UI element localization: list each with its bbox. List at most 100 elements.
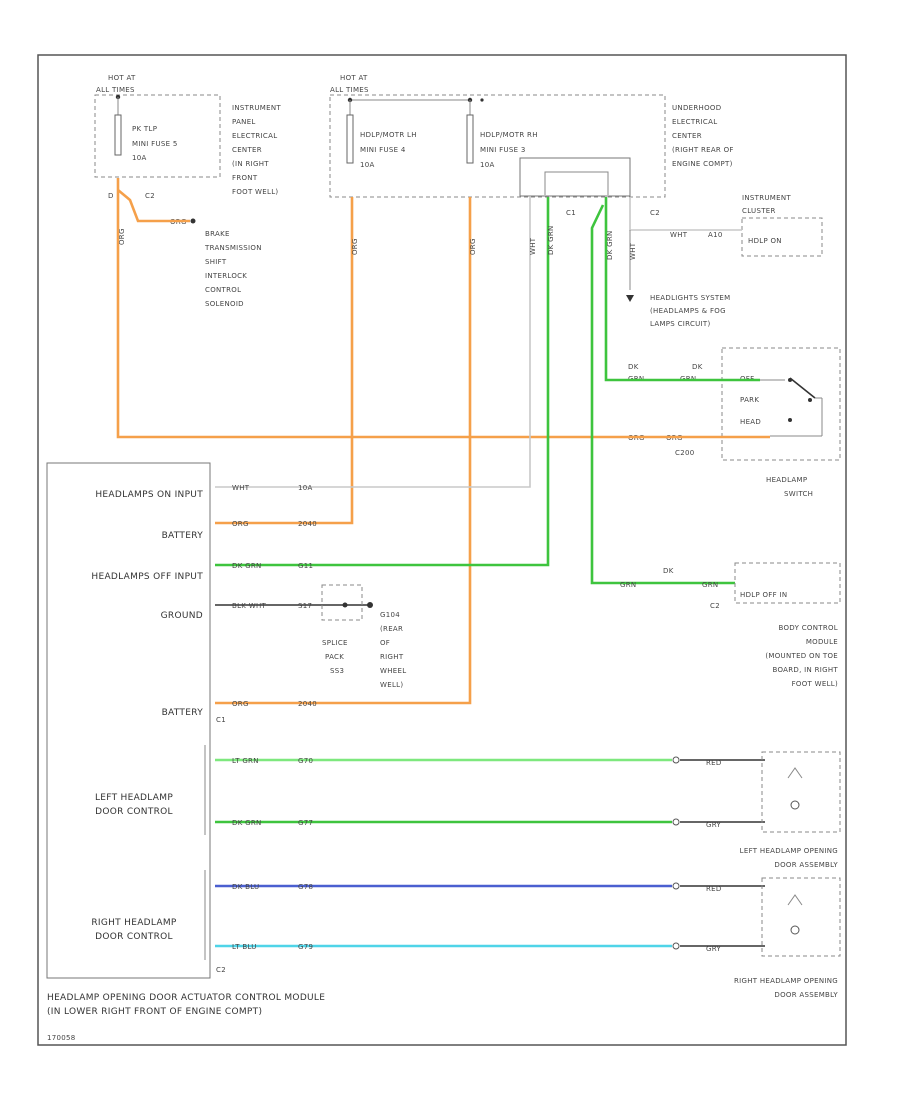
fuse-left-pin: D: [108, 192, 114, 200]
pin-label-0: HEADLAMPS ON INPUT: [95, 490, 203, 500]
svg-text:ORG: ORG: [351, 238, 359, 255]
svg-text:LEFT HEADLAMP: LEFT HEADLAMP: [95, 793, 173, 803]
footer-code: 170058: [47, 1034, 76, 1042]
svg-text:GRN: GRN: [702, 581, 718, 589]
svg-text:(HEADLAMPS & FOG: (HEADLAMPS & FOG: [650, 307, 726, 315]
svg-text:WHEEL: WHEEL: [380, 667, 406, 675]
svg-text:2040: 2040: [298, 520, 317, 528]
svg-text:(MOUNTED ON TOE: (MOUNTED ON TOE: [765, 652, 838, 660]
wire-wht-ipc: [629, 197, 742, 231]
wire-org-battery1: [215, 197, 354, 525]
fuse-left-amps: 10A: [132, 154, 147, 162]
svg-text:DK GRN: DK GRN: [606, 230, 614, 260]
wire-wht-hdlp-on: [215, 197, 531, 488]
svg-text:FRONT: FRONT: [232, 174, 258, 182]
wire-org-battery2: [215, 197, 472, 705]
fuse-wire-labels: ORG ORG ORG WHT DK GRN DK GRN WHT: [118, 225, 637, 260]
svg-text:(RIGHT REAR OF: (RIGHT REAR OF: [672, 146, 734, 154]
pin-label-2: HEADLAMPS OFF INPUT: [91, 572, 203, 582]
svg-text:C1: C1: [216, 716, 226, 724]
svg-text:10A: 10A: [480, 161, 495, 169]
svg-text:G78: G78: [298, 883, 313, 891]
svg-text:SPLICE: SPLICE: [322, 639, 348, 647]
svg-text:INTERLOCK: INTERLOCK: [205, 272, 247, 280]
body-control-module: HDLP OFF IN C2 DK GRN GRN BODY CONTROL M…: [620, 562, 841, 688]
arrow-down-icon: [626, 295, 634, 302]
svg-text:CENTER: CENTER: [232, 146, 262, 154]
fuse-left-num: MINI FUSE 5: [132, 140, 178, 148]
svg-text:TRANSMISSION: TRANSMISSION: [204, 244, 262, 252]
svg-text:WHT: WHT: [629, 242, 637, 260]
svg-text:GRY: GRY: [706, 821, 721, 829]
diagram-border: [37, 54, 847, 1046]
svg-text:(REAR: (REAR: [380, 625, 403, 633]
svg-text:WHT: WHT: [232, 484, 250, 492]
svg-text:BOARD, IN RIGHT: BOARD, IN RIGHT: [773, 666, 839, 674]
svg-text:FOOT WELL): FOOT WELL): [792, 680, 838, 688]
svg-text:DK GRN: DK GRN: [232, 562, 262, 570]
svg-text:ALL TIMES: ALL TIMES: [330, 86, 369, 94]
svg-text:MODULE: MODULE: [806, 638, 838, 646]
svg-text:G11: G11: [298, 562, 313, 570]
right-door-box: [761, 877, 841, 957]
ipc-input: HDLP ON: [748, 237, 782, 245]
instrument-cluster: INSTRUMENT CLUSTER HDLP ON WHT A10: [670, 194, 823, 257]
svg-text:SS3: SS3: [330, 667, 344, 675]
left-door-assembly: RED GRY LEFT HEADLAMP OPENING DOOR ASSEM…: [706, 751, 841, 869]
svg-text:ENGINE COMPT): ENGINE COMPT): [672, 160, 733, 168]
fuse-4-icon: [346, 114, 354, 164]
svg-text:C200: C200: [675, 449, 694, 457]
motor-icon: [790, 800, 800, 810]
svg-text:A10: A10: [708, 231, 723, 239]
svg-text:CONTROL: CONTROL: [205, 286, 241, 294]
svg-text:OF: OF: [380, 639, 390, 647]
headlamp-switch-box: [721, 347, 841, 461]
svg-text:WELL): WELL): [380, 681, 403, 689]
svg-text:G104: G104: [380, 611, 400, 619]
svg-text:BODY CONTROL: BODY CONTROL: [779, 624, 838, 632]
svg-text:SHIFT: SHIFT: [205, 258, 227, 266]
svg-text:C2: C2: [710, 602, 720, 610]
svg-text:PARK: PARK: [740, 396, 759, 404]
svg-text:RIGHT HEADLAMP: RIGHT HEADLAMP: [91, 918, 177, 928]
pin-label-1: BATTERY: [162, 531, 204, 541]
svg-text:HDLP/MOTR RH: HDLP/MOTR RH: [480, 131, 538, 139]
right-door-assembly: RED GRY RIGHT HEADLAMP OPENING DOOR ASSE…: [706, 877, 841, 999]
fuse-left-name: PK TLP: [132, 125, 157, 133]
svg-text:LEFT HEADLAMP OPENING: LEFT HEADLAMP OPENING: [740, 847, 838, 855]
fuse-left-times: ALL TIMES: [96, 86, 135, 94]
svg-text:ORG: ORG: [469, 238, 477, 255]
svg-text:HEADLIGHTS SYSTEM: HEADLIGHTS SYSTEM: [650, 294, 730, 302]
wire-grn-bcm: [590, 204, 735, 585]
svg-text:10A: 10A: [298, 484, 313, 492]
svg-text:(IN RIGHT: (IN RIGHT: [232, 160, 269, 168]
module-box: [46, 462, 211, 979]
svg-text:DOOR CONTROL: DOOR CONTROL: [95, 807, 173, 817]
svg-text:MINI FUSE 3: MINI FUSE 3: [480, 146, 526, 154]
svg-text:DK: DK: [663, 567, 674, 575]
svg-text:RIGHT: RIGHT: [380, 653, 404, 661]
svg-text:RED: RED: [706, 885, 722, 893]
svg-text:INSTRUMENT: INSTRUMENT: [742, 194, 791, 202]
svg-text:ORG: ORG: [232, 700, 249, 708]
svg-text:LAMPS CIRCUIT): LAMPS CIRCUIT): [650, 320, 711, 328]
svg-text:C2: C2: [216, 966, 226, 974]
splice-pack-box: [321, 584, 363, 621]
pin-wire-labels: WHT 10A ORG 2040 DK GRN G11 BLK WHT S17 …: [232, 484, 317, 951]
svg-text:MINI FUSE 4: MINI FUSE 4: [360, 146, 406, 154]
svg-text:PACK: PACK: [325, 653, 344, 661]
svg-text:CENTER: CENTER: [672, 132, 702, 140]
bcm-box: [734, 562, 841, 604]
svg-text:ORG: ORG: [232, 520, 249, 528]
svg-text:DOOR CONTROL: DOOR CONTROL: [95, 932, 173, 942]
svg-text:LT GRN: LT GRN: [232, 757, 259, 765]
svg-text:ELECTRICAL: ELECTRICAL: [232, 132, 277, 140]
ip-fuse-box: HOT AT ALL TIMES PK TLP MINI FUSE 5 10A …: [94, 74, 281, 200]
svg-text:UNDERHOOD: UNDERHOOD: [672, 104, 721, 112]
pin-label-4: BATTERY: [162, 708, 204, 718]
wire-org-main: [116, 178, 770, 439]
svg-text:GRN: GRN: [620, 581, 636, 589]
ipc-box: [741, 217, 823, 257]
svg-text:2040: 2040: [298, 700, 317, 708]
